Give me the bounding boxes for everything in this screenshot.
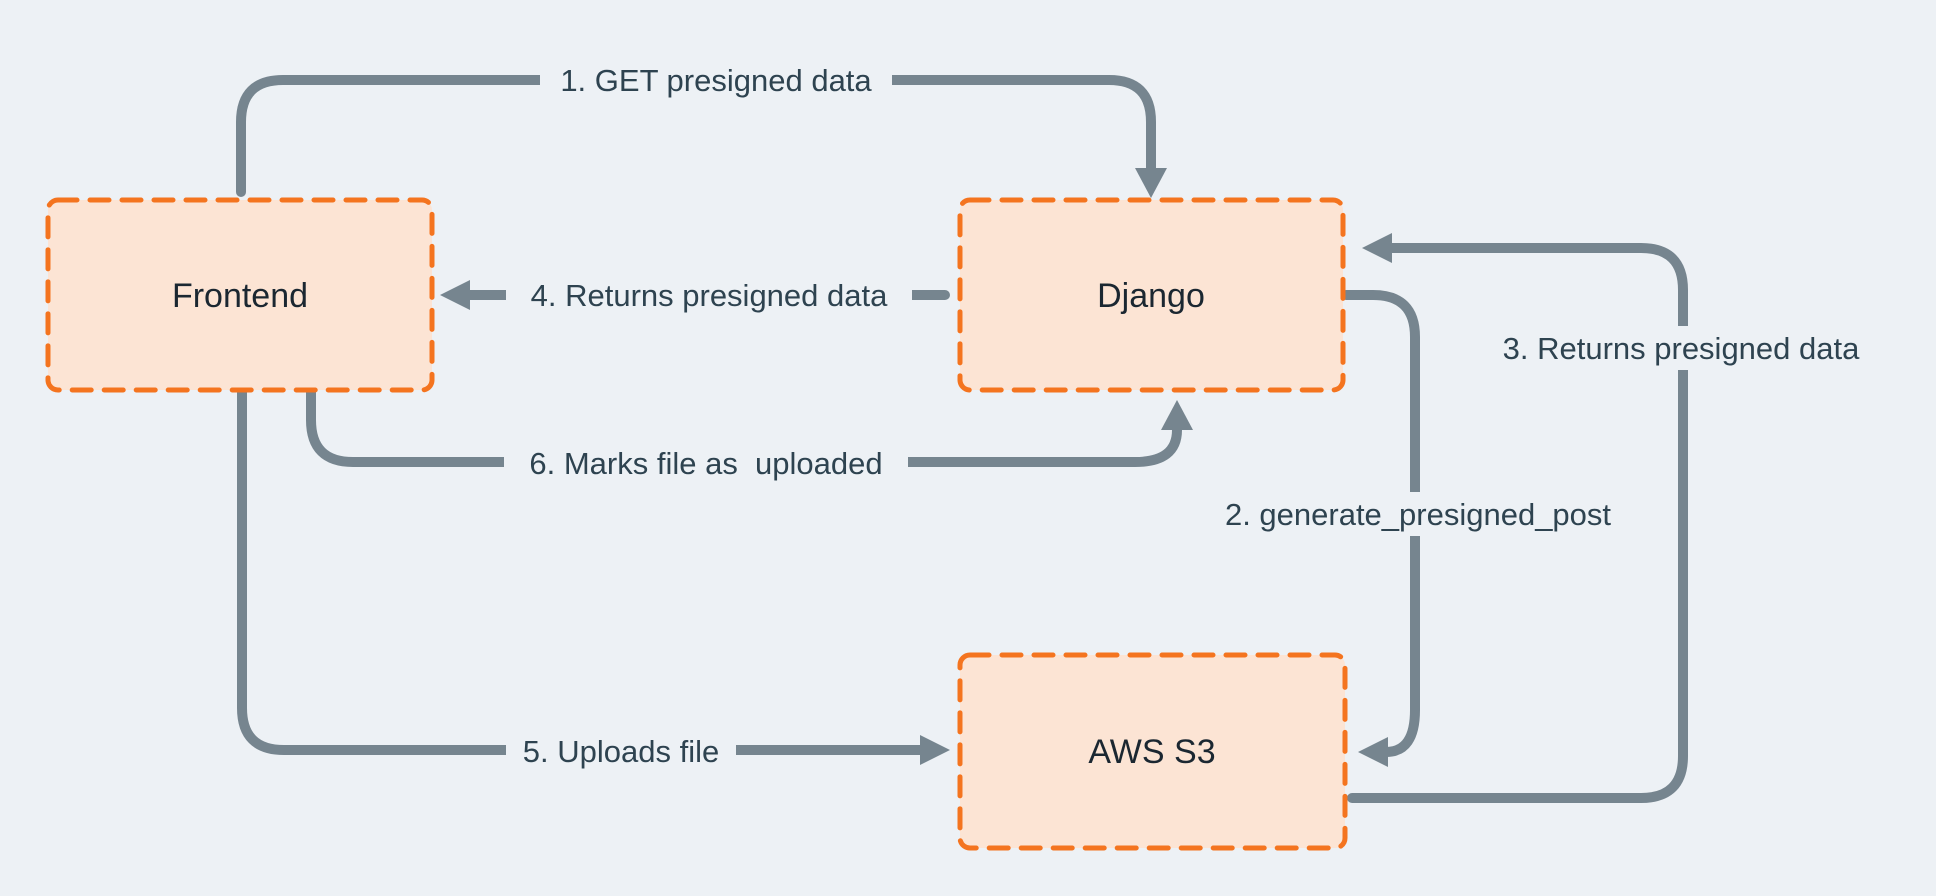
edge-generate-presigned-post-path [1341, 290, 1420, 757]
edge-label-bg [540, 60, 892, 100]
edge-3-label: 3. Returns presigned data [1503, 331, 1860, 366]
edge-5-label: 5. Uploads file [523, 734, 719, 769]
edge-marks-file-uploaded-path [306, 387, 1182, 467]
edge-label-bg [1196, 492, 1640, 536]
edge-uploads-file-path [237, 387, 927, 755]
arrowhead-left-icon [1358, 737, 1388, 767]
edge-6-label: 6. Marks file as uploaded [529, 446, 882, 481]
arrowhead-left-icon [1362, 233, 1392, 263]
edge-label-bg [506, 729, 736, 773]
node-frontend-label: Frontend [172, 277, 308, 315]
arrowhead-right-icon [920, 735, 950, 765]
arrowhead-left-icon [440, 280, 470, 310]
edge-label-bg [504, 442, 908, 484]
node-django-label: Django [1097, 277, 1205, 315]
node-aws-s3-label: AWS S3 [1088, 733, 1215, 771]
edge-returns-presigned-data-3-path [1347, 243, 1688, 803]
node-django [957, 197, 1346, 393]
arrowhead-down-icon [1135, 168, 1167, 198]
edge-label-bg [506, 275, 912, 315]
node-aws-s3 [957, 652, 1348, 851]
edge-1-label: 1. GET presigned data [560, 63, 872, 98]
edge-4-label: 4. Returns presigned data [531, 278, 888, 313]
arrowhead-up-icon [1161, 400, 1193, 430]
node-frontend [45, 197, 435, 393]
edge-2-label: 2. generate_presigned_post [1225, 497, 1611, 532]
edge-label-bg [1474, 326, 1888, 370]
